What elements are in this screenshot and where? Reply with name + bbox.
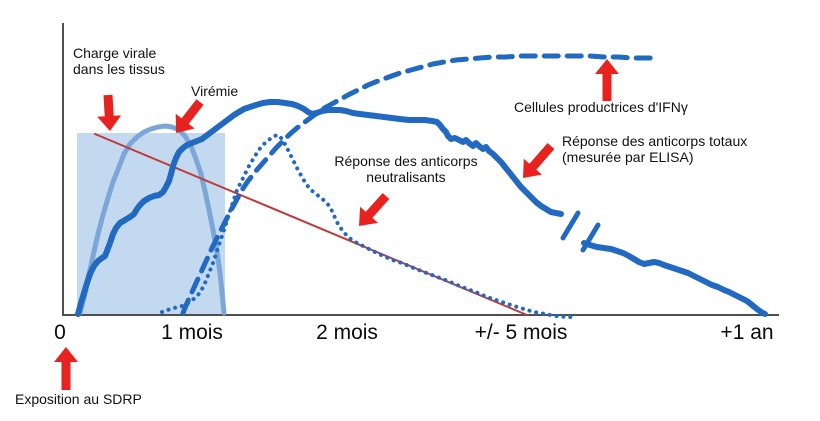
series-elisa-break-mark bbox=[580, 222, 601, 253]
series-elisa bbox=[581, 240, 768, 317]
viremie-arrow bbox=[175, 99, 204, 133]
series-elisa bbox=[75, 99, 564, 317]
label-anticorps-neutralisants: Réponse des anticorps neutralisants bbox=[334, 153, 478, 185]
charge-virale-arrow bbox=[97, 94, 122, 131]
label-viremie: Virémie bbox=[191, 83, 239, 99]
label-anticorps-totaux: Réponse des anticorps totaux (mesurée pa… bbox=[562, 133, 748, 165]
x-tick-1an: +1 an bbox=[720, 321, 774, 344]
label-exposition-sdrp: Exposition au SDRP bbox=[15, 391, 142, 407]
series-charge-virale bbox=[94, 133, 528, 316]
series-neutralisants bbox=[160, 133, 579, 319]
series-ifn bbox=[180, 53, 660, 316]
neutralisants-arrow bbox=[359, 193, 390, 226]
series-elisa-break-mark bbox=[560, 210, 581, 241]
x-tick-5mois: +/- 5 mois bbox=[474, 321, 568, 344]
label-ifn-gamma: Cellules productrices d'IFNγ bbox=[514, 99, 688, 115]
elisa-arrow bbox=[523, 143, 555, 178]
x-tick-2mois: 2 mois bbox=[316, 321, 378, 344]
x-tick-1mois: 1 mois bbox=[161, 321, 223, 344]
exposition-arrow bbox=[54, 347, 78, 390]
label-charge-virale: Charge virale dans les tissus bbox=[73, 45, 165, 77]
series-viremie bbox=[77, 123, 227, 316]
ifn-arrow bbox=[595, 59, 619, 101]
x-tick-0: 0 bbox=[54, 321, 66, 344]
